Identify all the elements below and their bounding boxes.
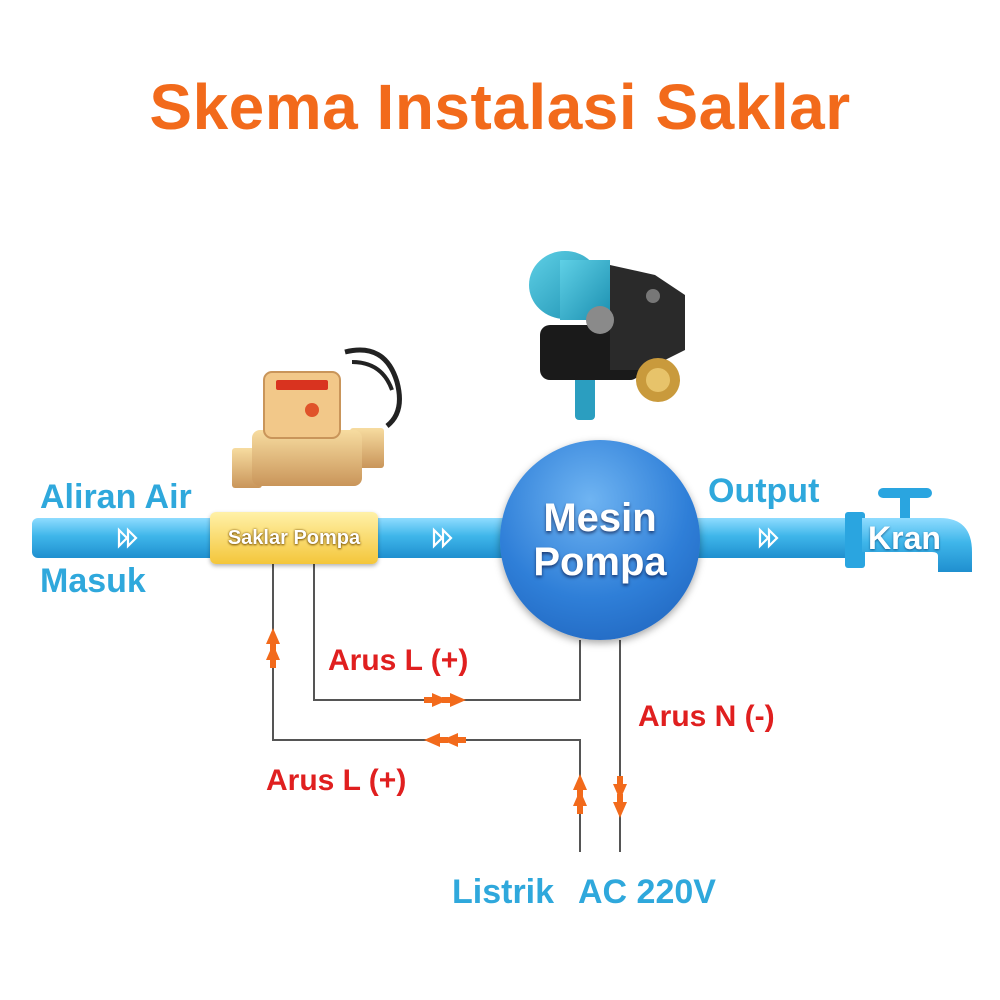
water-pump-image (529, 251, 685, 420)
pump-label-line2: Pompa (533, 540, 666, 584)
faucet-label: Kran (868, 520, 941, 557)
arrow-left-icon (424, 733, 466, 747)
switch-label: Saklar Pompa (228, 527, 360, 550)
inlet-label: Aliran Air (40, 478, 192, 517)
power-label: Listrik (452, 873, 554, 912)
pump-node: Mesin Pompa (500, 440, 700, 640)
power-voltage-label: AC 220V (578, 873, 716, 912)
wire-label-l-bottom: Arus L (+) (266, 764, 406, 798)
wire-label-n: Arus N (-) (638, 700, 775, 734)
output-label: Output (708, 472, 819, 511)
pressure-switch-image (232, 350, 399, 488)
pressure-switch-node: Saklar Pompa (210, 512, 378, 564)
inlet-label-2: Masuk (40, 562, 146, 601)
wire-label-l-top: Arus L (+) (328, 644, 468, 678)
pump-label-line1: Mesin (543, 496, 656, 540)
arrow-up-icon (573, 774, 587, 814)
arrow-down-icon (613, 776, 627, 818)
arrow-right-icon (424, 693, 466, 707)
arrow-up-icon (266, 628, 280, 668)
